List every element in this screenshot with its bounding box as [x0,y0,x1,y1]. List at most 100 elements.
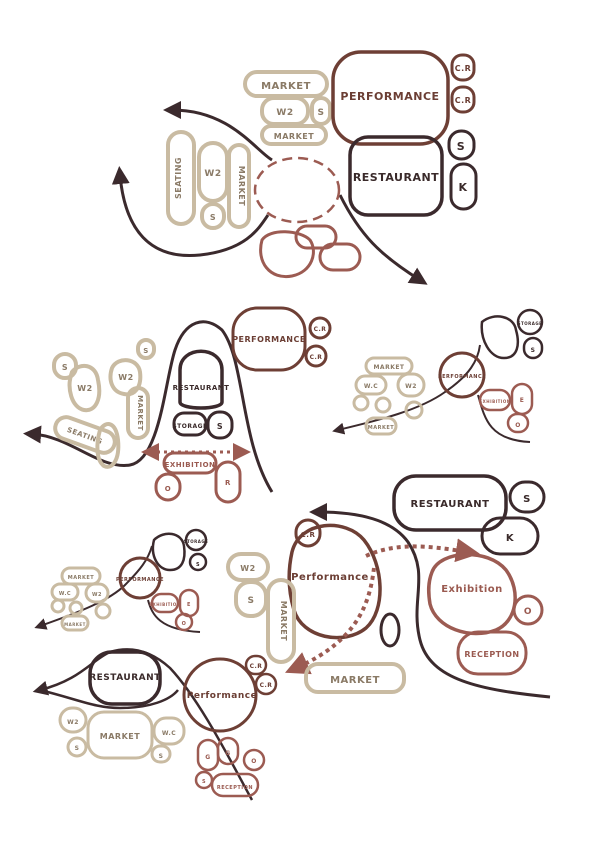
g-label: G [205,754,210,761]
diagram-3: MARKET W.C W2 MARKET PERFORMANCE STORAGE… [332,308,544,443]
market-bubble [364,416,398,436]
wc-label: W.C [364,383,378,390]
diagram-1: MARKET W2 S MARKET SEATING W2 S MARKET P… [111,50,478,285]
reception-label: RECEPTION [217,785,253,791]
storage-label: STORAGE [184,539,209,544]
w2-label: W2 [204,169,221,179]
market-bubble [86,710,154,760]
reception-bubble [456,630,528,676]
performance-bubble [331,50,450,146]
storage-bubble [151,532,186,572]
s-bubble [136,338,156,360]
reception-bubble [210,772,260,798]
restaurant-bubble [348,135,444,217]
performance-bubble [182,657,258,733]
diagram-2: S W2 S W2 MARKET SEATING RESTAURANT STOR… [23,306,332,504]
market-label: MARKET [237,166,246,206]
s-bubble [374,396,392,414]
s-bubble [68,600,84,616]
diagram-5: MARKET W.C W2 MARKET PERFORMANCE STORAGE… [34,528,209,633]
cr-label: C.R [250,663,263,670]
performance-label: PERFORMANCE [438,374,486,380]
circulation-path [338,194,428,285]
s-bubble [200,202,226,230]
market-bubble [260,124,328,146]
s-label: S [196,562,200,568]
w2-label: W2 [67,719,79,726]
exhibition-bubble [162,451,218,475]
w2-bubble [67,363,102,413]
performance-bubble [231,306,307,372]
circulation-path [111,166,270,258]
cr-bubble [254,672,278,696]
s-bubble [66,736,88,758]
s-label: S [318,108,325,118]
performance-bubble [438,351,486,399]
s-label: S [62,363,68,372]
seating-label: SEATING [174,157,183,199]
restaurant-label: RESTAURANT [353,171,439,184]
exhibition-label: Exhibition [441,584,503,595]
reception-label: RECEPTION [464,650,519,659]
wc-label: W.C [59,591,71,597]
o-bubble [174,612,194,632]
restaurant-bubble [392,474,508,532]
restaurant-bubble [178,349,224,410]
rose-bubble [294,224,338,250]
exhibition-bubble [150,592,180,614]
dotted-connection [285,567,376,675]
s-label: S [143,347,149,355]
performance-label: PERFORMANCE [232,335,306,344]
rose-bubble [318,242,362,272]
cr-bubble [450,53,476,82]
k-bubble [480,516,540,556]
exhibition-label: EXHIBITION [165,461,216,469]
performance-label: Performance [187,691,257,701]
s-bubble [522,336,544,360]
s-label: S [531,347,536,354]
circulation-path [23,320,274,493]
cr-bubble [304,344,328,368]
s-bubble [508,480,546,514]
s-label: S [523,494,531,505]
o-bubble [512,594,544,626]
cr-bubble [244,654,268,676]
diagram-4: RESTAURANT S K Performance C.R W2 S MARK… [226,474,551,699]
o-bubble [154,472,182,502]
restaurant-label: RESTAURANT [411,499,490,510]
s-bubble [50,598,66,614]
storage-bubble [516,308,544,336]
market-bubble [60,566,102,586]
wc-label: W.C [162,730,176,737]
s-bubble [310,96,332,126]
cr-label: C.R [260,682,273,689]
s-bubble [206,410,234,440]
exhibition-label: EXHIBITION [149,602,180,607]
w2-label: W2 [240,564,255,573]
market-label: MARKET [274,132,314,141]
storage-bubble [480,315,520,360]
o-label: O [515,422,521,429]
s-label: S [202,779,206,785]
w2-label: W2 [77,384,92,393]
e-label: E [187,602,191,608]
market-bubble [227,143,251,229]
circulation-path [163,101,273,162]
o-label: O [182,621,187,627]
o-label: O [165,485,171,493]
cr-bubble [294,518,322,548]
diagram-6: RESTAURANT Performance C.R C.R W2 S MARK… [32,648,278,801]
k-label: K [458,181,467,194]
circulation-path [309,503,551,699]
w2-label: W2 [92,592,102,598]
cr-label: C.R [314,326,327,333]
wc-bubble [152,716,186,746]
market-bubble [126,386,150,440]
exhibition-bubble [426,552,517,636]
central-space [253,156,341,224]
circulation-path [39,688,179,710]
restaurant-label: RESTAURANT [89,673,161,683]
market-label: MARKET [64,622,86,627]
s-bubble [404,400,424,420]
s-label: S [457,140,465,153]
